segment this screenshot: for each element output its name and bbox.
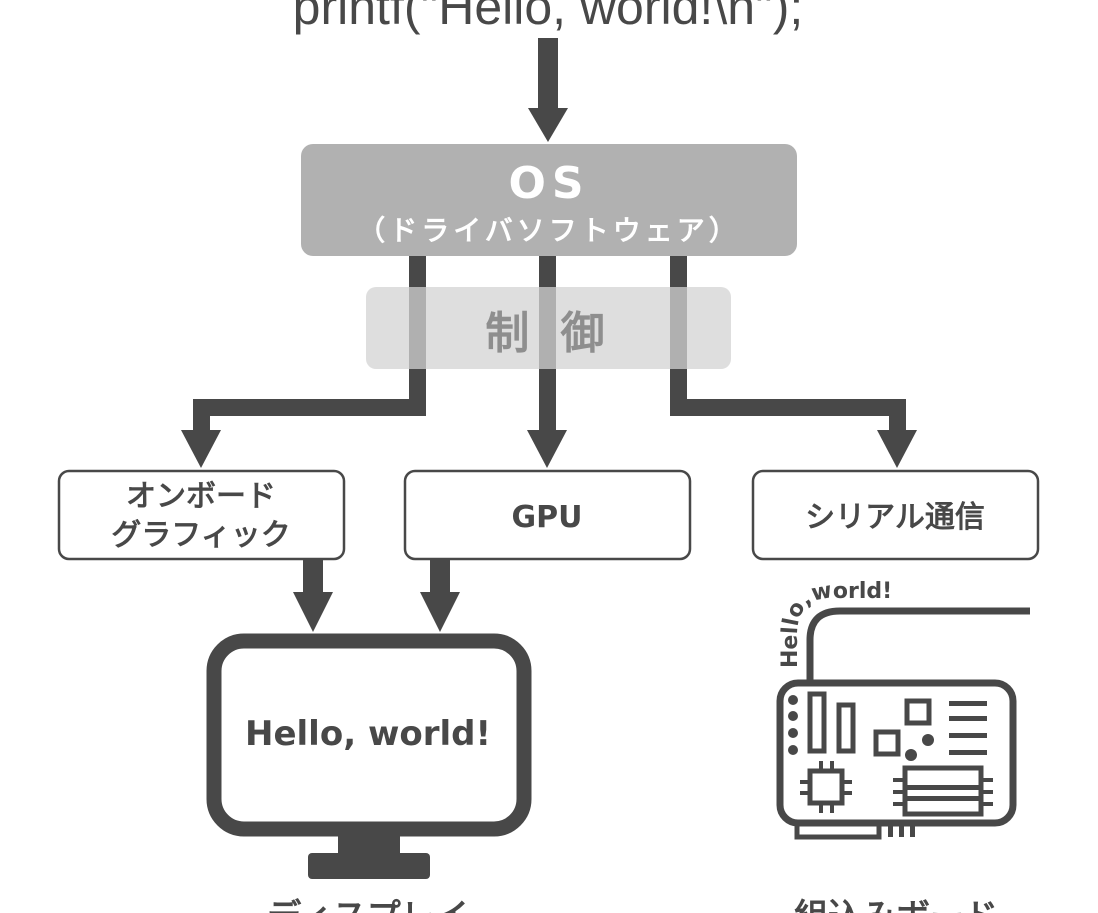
arrow-code-to-os: [528, 38, 568, 142]
board-cable-text-group: Hello,world!: [778, 578, 892, 668]
display-label: ディスプレイ: [267, 897, 469, 913]
control-label: 制 御: [485, 308, 612, 359]
device-box-serial: シリアル通信: [751, 469, 1040, 561]
os-title: OS: [508, 158, 589, 209]
onboard-label-line1: オンボード: [126, 479, 276, 514]
device-box-onboard: オンボード グラフィック: [57, 469, 346, 561]
board-icon: Hello,world!: [776, 578, 1030, 840]
serial-label: シリアル通信: [805, 500, 985, 535]
os-subtitle: （ドライバソフトウェア）: [357, 214, 740, 247]
board-cable-text: Hello,world!: [778, 578, 892, 668]
os-box: OS （ドライバソフトウェア）: [301, 144, 797, 256]
board-label: 組込みボード: [794, 897, 998, 913]
control-overlay: 制 御: [366, 287, 731, 369]
arrow-gpu-to-display: [420, 559, 460, 632]
gpu-label: GPU: [512, 500, 583, 535]
code-line: printf("Hello, world!\n");: [293, 0, 804, 35]
onboard-label-line2: グラフィック: [111, 518, 290, 553]
display-icon: Hello, world!: [206, 633, 532, 879]
device-box-gpu: GPU: [403, 469, 692, 561]
display-screen-text: Hello, world!: [245, 714, 491, 754]
arrow-onboard-to-display: [293, 559, 333, 632]
